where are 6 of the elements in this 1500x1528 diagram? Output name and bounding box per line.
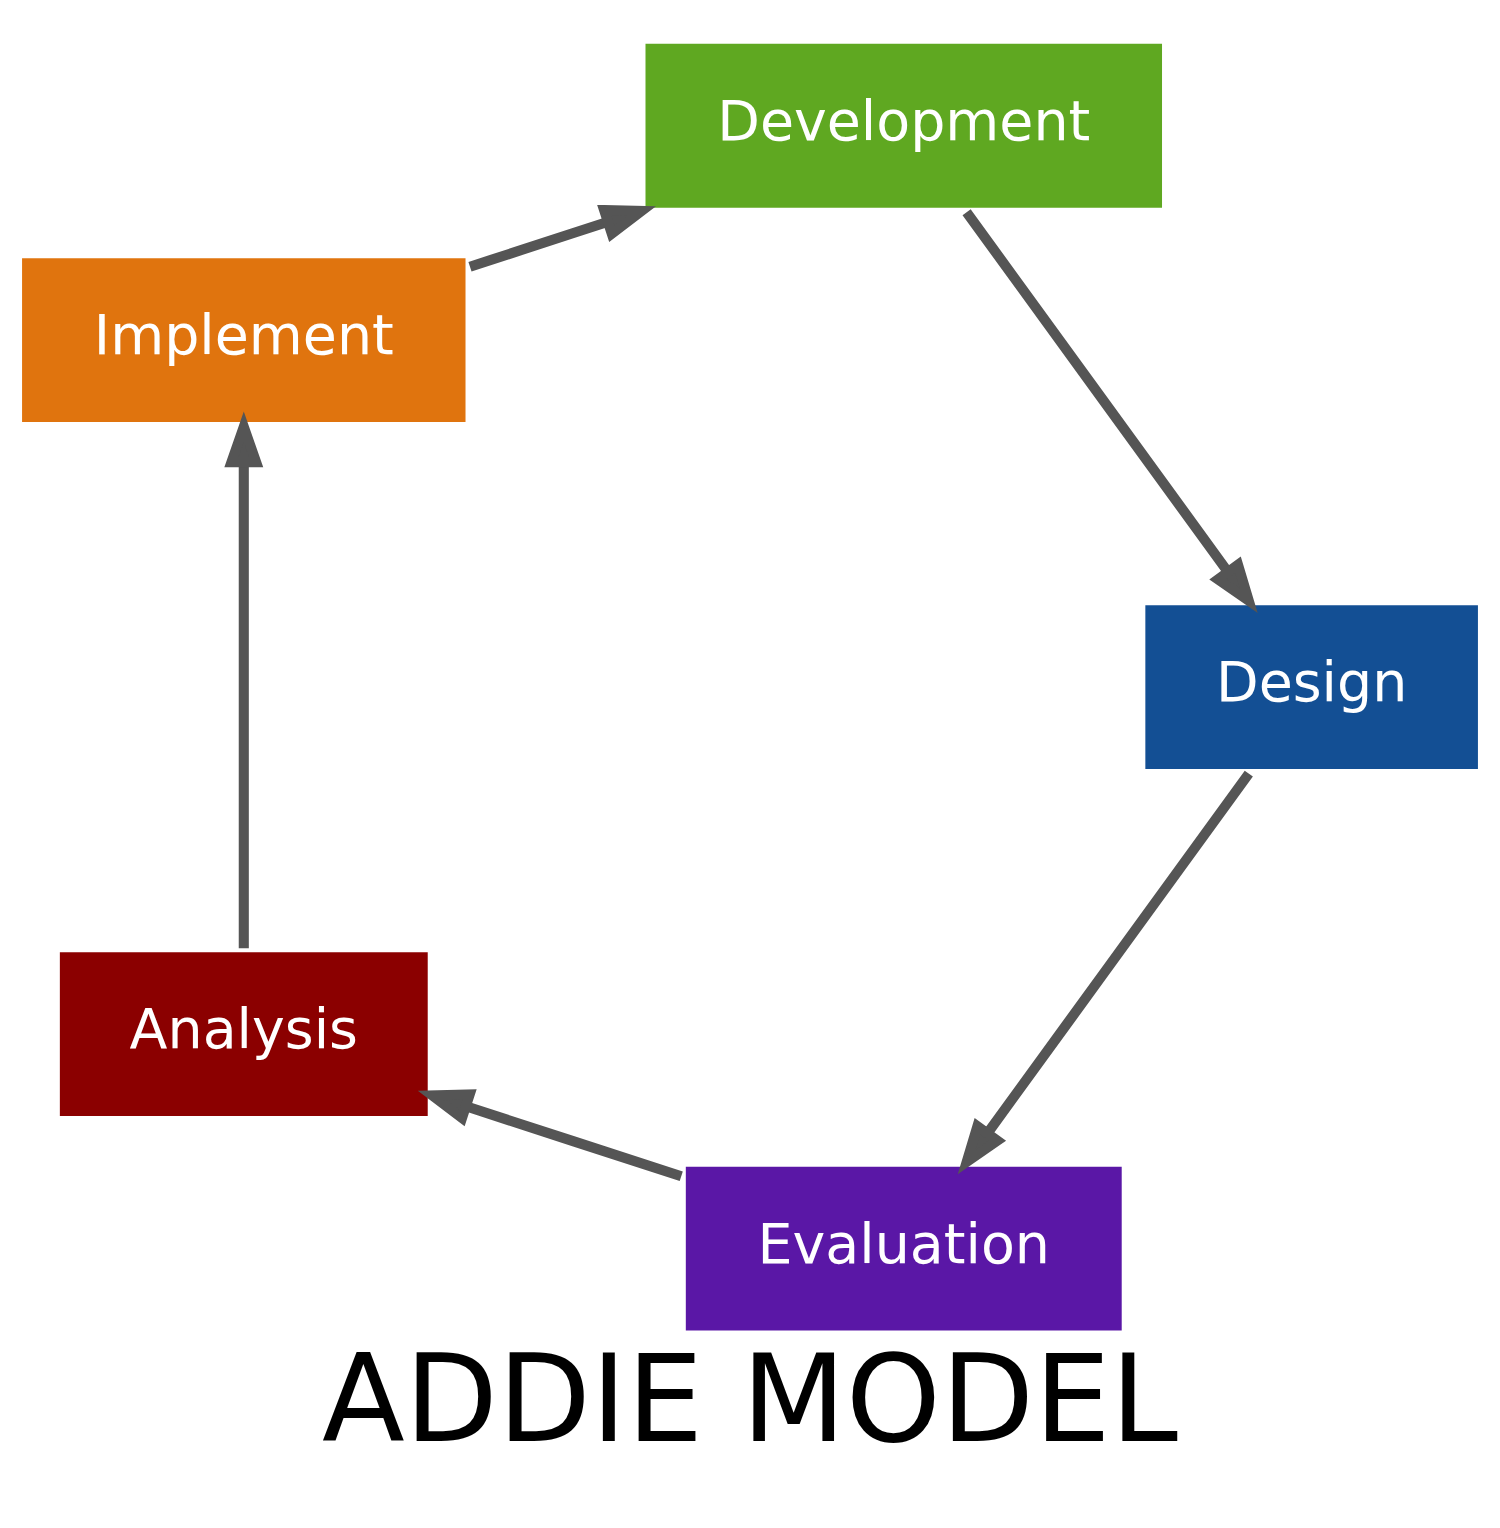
arrow [957, 770, 1253, 1175]
arrow [417, 1089, 683, 1182]
arrow [962, 209, 1258, 613]
diagram-title: ADDIE MODEL [322, 1329, 1178, 1471]
arrow [224, 411, 264, 949]
arrow [468, 204, 657, 272]
